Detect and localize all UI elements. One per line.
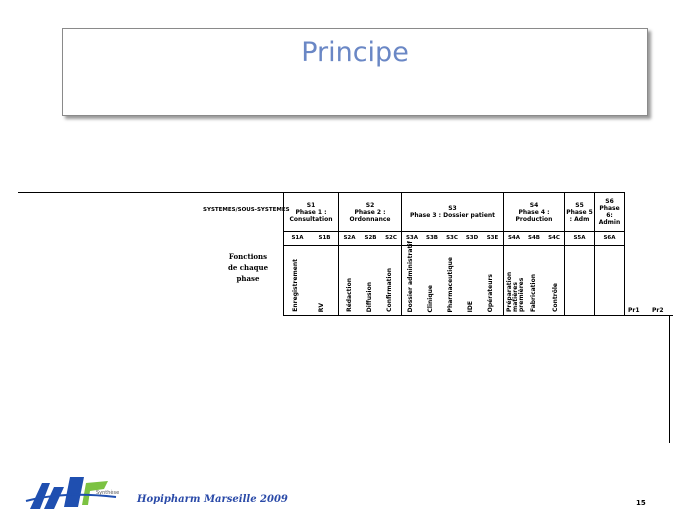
subsystem-code: S3B bbox=[426, 235, 438, 241]
function-label: Contrôle bbox=[552, 283, 559, 312]
title-box: Principe bbox=[62, 28, 648, 116]
table-col-line-2 bbox=[401, 192, 402, 316]
function-label: Confirmation bbox=[386, 268, 393, 312]
function-label: Diffusion bbox=[366, 281, 373, 312]
page-number: 15 bbox=[636, 499, 646, 507]
phase-row-line bbox=[283, 231, 625, 232]
subsystem-code: S3E bbox=[486, 235, 499, 241]
function-label: IDE bbox=[467, 300, 474, 312]
subsystem-code: S6A bbox=[603, 235, 616, 241]
subsystem-code: S3A bbox=[405, 235, 419, 241]
systems-label: SYSTEMES/SOUS-SYSTEMES bbox=[203, 207, 290, 213]
hopipharm-logo: Synthèse bbox=[24, 469, 134, 517]
subsystem-code: S4B bbox=[528, 235, 540, 241]
extra-column-pr2: Pr2 bbox=[652, 307, 664, 314]
subsystem-code: S2C bbox=[385, 235, 397, 241]
function-label: RV bbox=[318, 302, 325, 312]
table-col-line-3 bbox=[503, 192, 504, 316]
function-label: Enregistrement bbox=[292, 259, 299, 312]
subsystem-code: S3C bbox=[446, 235, 458, 241]
function-label: Pharmaceutique bbox=[447, 256, 454, 312]
table-col-line-6 bbox=[624, 192, 625, 316]
table-col-line-1 bbox=[338, 192, 339, 316]
table-right-line bbox=[669, 315, 670, 443]
table-col-line-5 bbox=[594, 192, 595, 316]
function-label: Dossier administratif bbox=[407, 240, 414, 312]
function-label: Fabrication bbox=[530, 273, 537, 312]
logo-subtext: Synthèse bbox=[96, 489, 119, 496]
table-top-line bbox=[18, 192, 625, 193]
subsystem-code: S3D bbox=[465, 235, 479, 241]
subsystem-row-line bbox=[283, 245, 625, 246]
footer-text: Hopipharm Marseille 2009 bbox=[137, 494, 288, 505]
table-col-line-4 bbox=[564, 192, 565, 316]
subsystem-code: S1B bbox=[318, 235, 331, 241]
subsystem-code: S4C bbox=[548, 235, 560, 241]
functions-label: Fonctions de chaque phase bbox=[227, 252, 269, 283]
function-label: Préparation matières premières bbox=[506, 271, 525, 312]
table-col-line-0 bbox=[283, 192, 284, 316]
function-label: Clinique bbox=[427, 284, 434, 312]
subsystem-code: S5A bbox=[573, 235, 586, 241]
subsystem-code: S1A bbox=[291, 235, 304, 241]
extra-column-pr1: Pr1 bbox=[628, 307, 640, 314]
slide-title: Principe bbox=[301, 37, 409, 68]
subsystem-code: S2A bbox=[343, 235, 356, 241]
subsystem-code: S2B bbox=[364, 235, 377, 241]
function-label: Rédaction bbox=[346, 278, 353, 312]
function-label: Opérateurs bbox=[487, 273, 494, 312]
functions-row-line bbox=[283, 315, 673, 316]
subsystem-code: S4A bbox=[507, 235, 521, 241]
